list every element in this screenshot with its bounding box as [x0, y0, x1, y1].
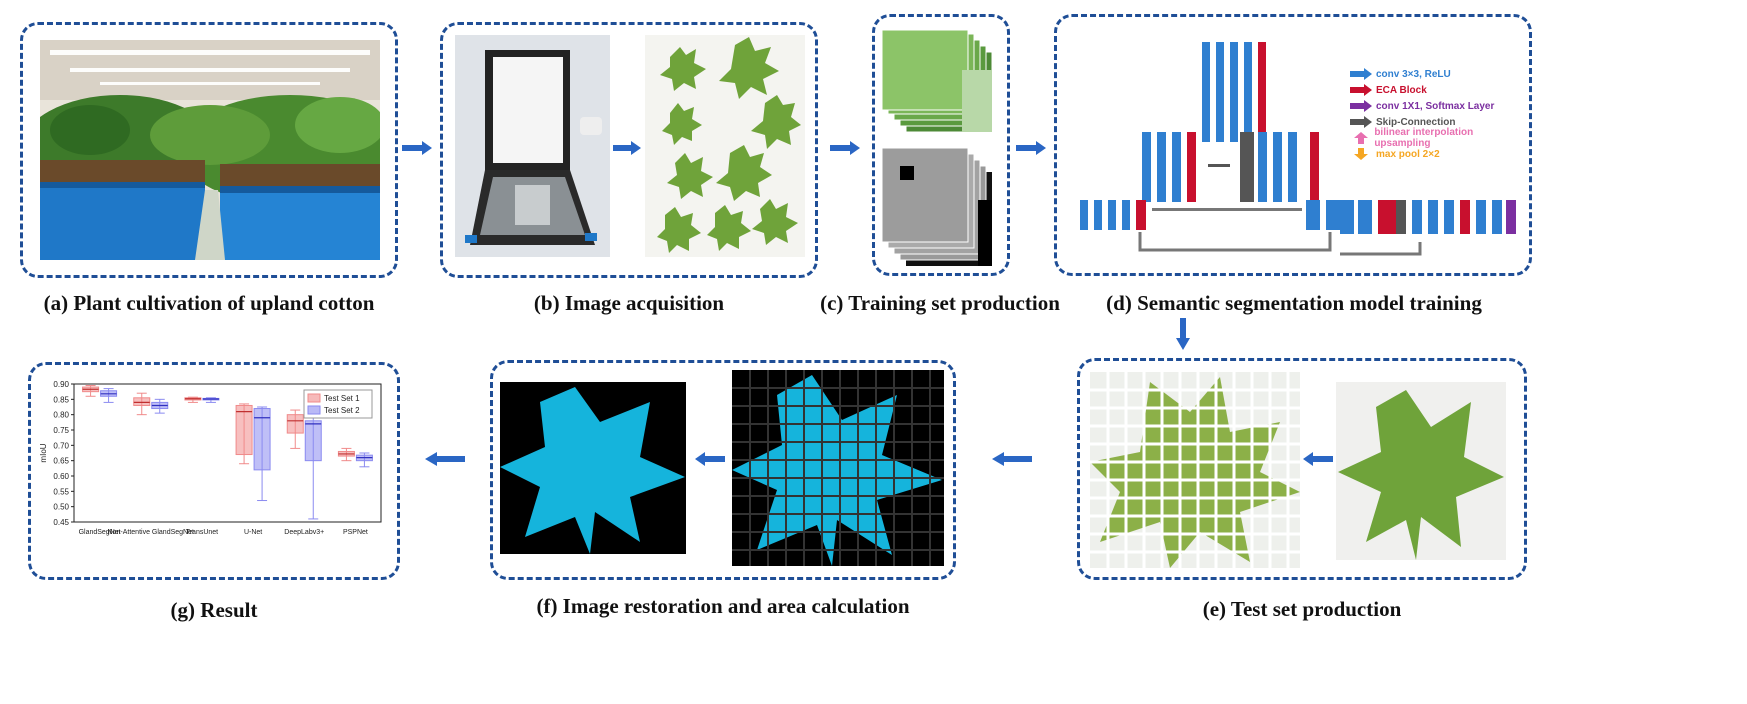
- y-tick-label: 0.60: [53, 472, 69, 481]
- y-tick-label: 0.80: [53, 411, 69, 420]
- mid-level: [1142, 132, 1319, 202]
- gridded-mask: [732, 370, 944, 566]
- caption-a: (a) Plant cultivation of upland cotton: [43, 291, 375, 315]
- box: [304, 420, 322, 462]
- full-leaf: [1336, 382, 1506, 560]
- arrow-e-inner: [1303, 452, 1333, 466]
- legend-item: ECA Block: [1350, 82, 1520, 98]
- gridded-leaf: [1090, 372, 1300, 568]
- caption-f: (f) Image restoration and area calculati…: [536, 594, 910, 618]
- panel-e: [1077, 358, 1527, 580]
- legend-item: max pool 2×2: [1350, 146, 1520, 162]
- legend-down-arrow-icon: [1354, 148, 1368, 160]
- panel-d: [1054, 14, 1532, 276]
- y-tick-label: 0.70: [53, 441, 69, 450]
- legend-label: conv 1X1, Softmax Layer: [1376, 100, 1495, 112]
- encoder-top: [1202, 42, 1266, 142]
- greenhouse-photo: [40, 40, 380, 260]
- arrow-b-c: [830, 141, 860, 155]
- legend-label: max pool 2×2: [1376, 148, 1440, 160]
- arrow-b-inner: [613, 141, 641, 155]
- legend-arrow-icon: [1350, 84, 1372, 96]
- legend-label: conv 3×3, ReLU: [1376, 68, 1451, 80]
- caption-e: (e) Test set production: [1202, 597, 1402, 621]
- x-tick-label: DeepLabv3+: [284, 529, 324, 536]
- legend-label: Skip-Connection: [1376, 116, 1456, 128]
- legend-item: conv 3×3, ReLU: [1350, 66, 1520, 82]
- arrow-c-d: [1016, 141, 1046, 155]
- arrow-f-inner: [695, 452, 725, 466]
- legend-item: bilinear interpolation upsampling: [1350, 127, 1520, 149]
- arrow-a-b: [402, 141, 432, 155]
- caption-c: (c) Training set production: [820, 291, 1060, 315]
- y-tick-label: 0.85: [53, 395, 69, 404]
- x-tick-label: GlandSegNet: [79, 529, 121, 536]
- restored-mask: [500, 382, 686, 554]
- y-tick-label: 0.50: [53, 503, 69, 512]
- legend-arrow-icon: [1350, 116, 1372, 128]
- y-tick-label: 0.75: [53, 426, 69, 435]
- plot-frame: [73, 383, 382, 523]
- arrow-d-e: [1176, 318, 1190, 350]
- box: [235, 404, 253, 456]
- box: [286, 414, 304, 434]
- box: [133, 397, 151, 406]
- legend-swatch: [307, 393, 321, 403]
- unet-architecture: [1080, 42, 1340, 252]
- x-tick-label: TransUnet: [186, 529, 218, 536]
- y-tick-label: 0.45: [53, 518, 69, 527]
- x-tick-label: Non-Attentive GlandSegNet: [108, 529, 194, 536]
- legend: conv 3×3, ReLU ECA Block conv 1X1, Softm…: [1350, 66, 1520, 162]
- y-tick-label: 0.90: [53, 380, 69, 389]
- panel-b: [440, 22, 818, 278]
- legend-label: bilinear interpolation upsampling: [1374, 127, 1474, 149]
- legend-arrow-icon: [1350, 100, 1372, 112]
- caption-b: (b) Image acquisition: [533, 291, 725, 315]
- scanner-photo: [455, 35, 610, 257]
- legend-entry: Test Set 2: [324, 406, 360, 415]
- panel-g: [28, 362, 400, 580]
- legend-label: ECA Block: [1376, 84, 1427, 96]
- caption-g: (g) Result: [170, 598, 258, 622]
- panel-a: [20, 22, 398, 278]
- unet-architecture-right: [1340, 200, 1516, 256]
- legend-entry: Test Set 1: [324, 394, 360, 403]
- y-tick-label: 0.65: [53, 457, 69, 466]
- grid-lines: [732, 370, 944, 566]
- arrow-f-g: [425, 452, 465, 466]
- legend-item: Skip-Connection: [1350, 114, 1520, 130]
- box: [253, 408, 271, 471]
- y-tick-label: 0.55: [53, 487, 69, 496]
- legend-up-arrow-icon: [1354, 132, 1368, 144]
- caption-d: (d) Semantic segmentation model training: [1106, 291, 1482, 315]
- grid-lines: [1090, 372, 1300, 568]
- bottom-level: [1080, 200, 1340, 252]
- leaf-sheet: [645, 35, 805, 257]
- legend-item: conv 1X1, Softmax Layer: [1350, 98, 1520, 114]
- box-chart: 0.90 0.85 0.80 0.75 0.70 0.65 0.60 0.55 0.50 0.45…: [39, 380, 382, 536]
- legend-swatch: [307, 405, 321, 415]
- training-tiles: [882, 30, 993, 266]
- legend-arrow-icon: [1350, 68, 1372, 80]
- panel-c: [872, 14, 1010, 276]
- x-tick-label: U-Net: [244, 529, 262, 536]
- arrow-e-f: [992, 452, 1032, 466]
- x-tick-label: PSPNet: [343, 529, 368, 536]
- panel-f: [490, 360, 956, 580]
- y-axis-label: mIoU: [39, 443, 48, 462]
